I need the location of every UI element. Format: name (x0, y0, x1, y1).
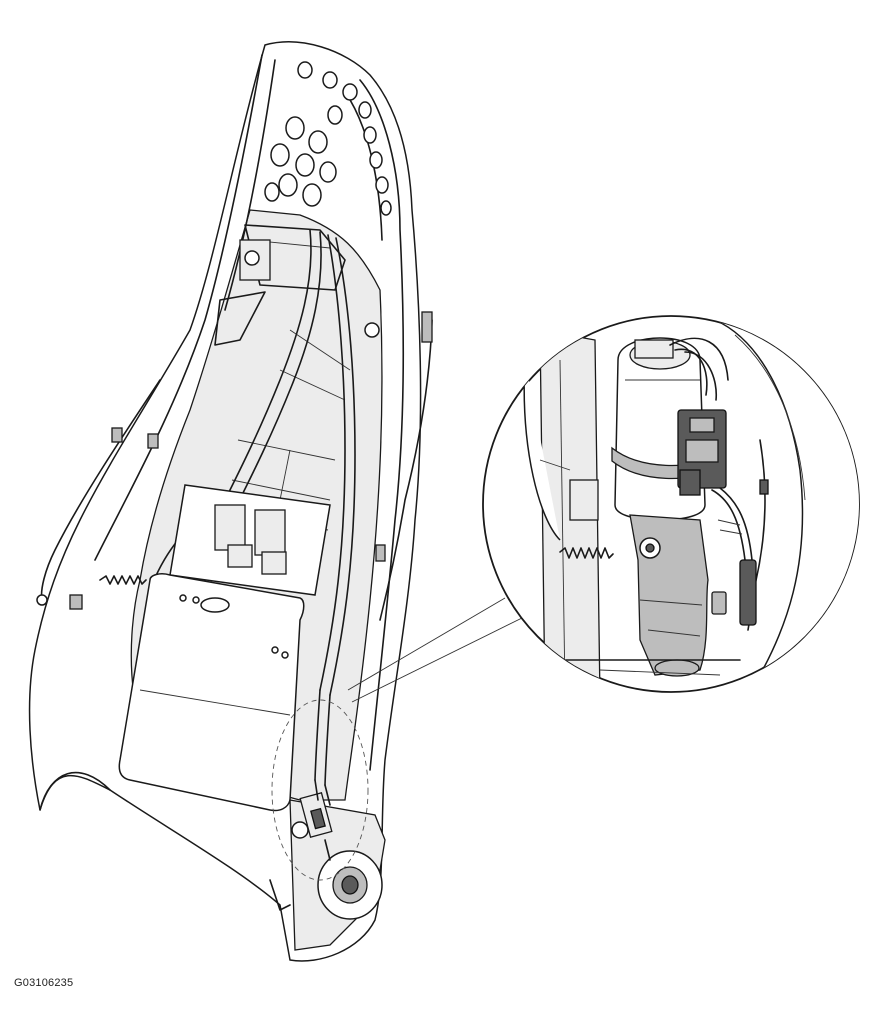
frame-cross-members (214, 224, 380, 346)
figure-id-label: G03106235 (14, 977, 74, 989)
recliner-mechanism (39, 771, 386, 951)
headrest-perforations (264, 61, 392, 216)
lumbar-module (69, 484, 331, 812)
motor-location-highlight (271, 699, 369, 881)
detail-view-circle (482, 315, 860, 693)
detail-leader-lines (347, 597, 523, 703)
